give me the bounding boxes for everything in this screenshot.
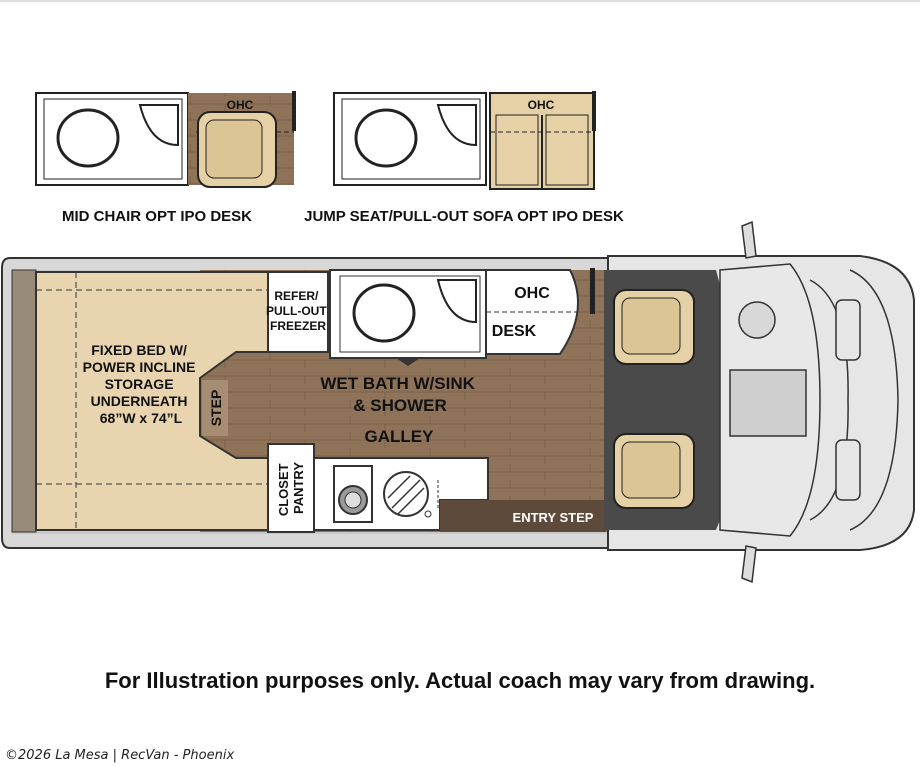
credit-text: ©2026 La Mesa | RecVan - Phoenix	[5, 748, 235, 763]
wet-bath	[329, 269, 487, 366]
ohc-label: OHC	[514, 285, 550, 302]
mid-chair-caption: MID CHAIR OPT IPO DESK	[62, 208, 252, 225]
galley-counter	[313, 457, 489, 531]
closet-pantry: CLOSET PANTRY	[267, 443, 315, 533]
svg-text:FIXED BED W/ POWER INCLI: FIXED BED W/ POWER INCLINE STORAGE UNDER…	[83, 342, 200, 426]
refer-label-1: REFER/	[274, 289, 319, 303]
step-label: STEP	[208, 390, 224, 427]
sink-icon	[436, 104, 477, 147]
sink-icon	[436, 279, 477, 324]
svg-text:REFER/ PULL-OUT FR: REFER/ PULL-OUT FREEZER	[266, 289, 330, 333]
mid-chair-ohc: OHC	[227, 98, 254, 112]
jump-seat-ohc: OHC	[528, 98, 555, 112]
mirror-icon	[741, 545, 757, 584]
jump-seat-caption: JUMP SEAT/PULL-OUT SOFA OPT IPO DESK	[304, 208, 624, 225]
entry-step: ENTRY STEP	[440, 500, 606, 532]
refer-label-3: FREEZER	[270, 319, 326, 333]
bed-label-1: FIXED BED W/	[91, 342, 187, 358]
jump-seat-option: OHC JUMP SEAT/PULL-OUT SOFA OPT IPO DESK	[304, 91, 624, 225]
mirror-icon	[741, 220, 757, 259]
bed-label-3: STORAGE	[105, 376, 174, 392]
step: STEP	[202, 380, 228, 436]
bed-label-4: UNDERNEATH	[91, 393, 188, 409]
disclaimer-text: For Illustration purposes only. Actual c…	[104, 668, 816, 693]
toilet-icon	[354, 108, 418, 168]
galley-label: GALLEY	[365, 427, 435, 446]
toilet-icon	[56, 108, 120, 168]
desk-label: DESK	[492, 323, 537, 340]
refer-freezer: REFER/ PULL-OUT FREEZER	[266, 271, 330, 353]
entry-step-label: ENTRY STEP	[513, 510, 594, 525]
wet-bath-label-1: WET BATH W/SINK	[320, 374, 475, 393]
wet-bath-label: WET BATH W/SINK & SHOWER	[320, 374, 479, 415]
wet-bath-label-2: & SHOWER	[353, 396, 447, 415]
closet-label-1: CLOSET	[276, 463, 291, 516]
console-icon	[729, 369, 807, 437]
refer-label-2: PULL-OUT	[266, 304, 327, 318]
cab	[604, 220, 915, 584]
mid-chair-option: OHC MID CHAIR OPT IPO DESK	[35, 91, 296, 225]
bed-label-2: POWER INCLINE	[83, 359, 196, 375]
svg-text:CLOSET PANTRY: CLOSET PANTRY	[276, 460, 306, 516]
closet-label-2: PANTRY	[291, 462, 306, 514]
sink-icon	[138, 104, 179, 147]
ohc-desk: OHC DESK	[485, 268, 595, 355]
toilet-icon	[352, 283, 416, 343]
bed-label-5: 68”W x 74”L	[100, 410, 183, 426]
steering-wheel-icon	[738, 301, 776, 339]
